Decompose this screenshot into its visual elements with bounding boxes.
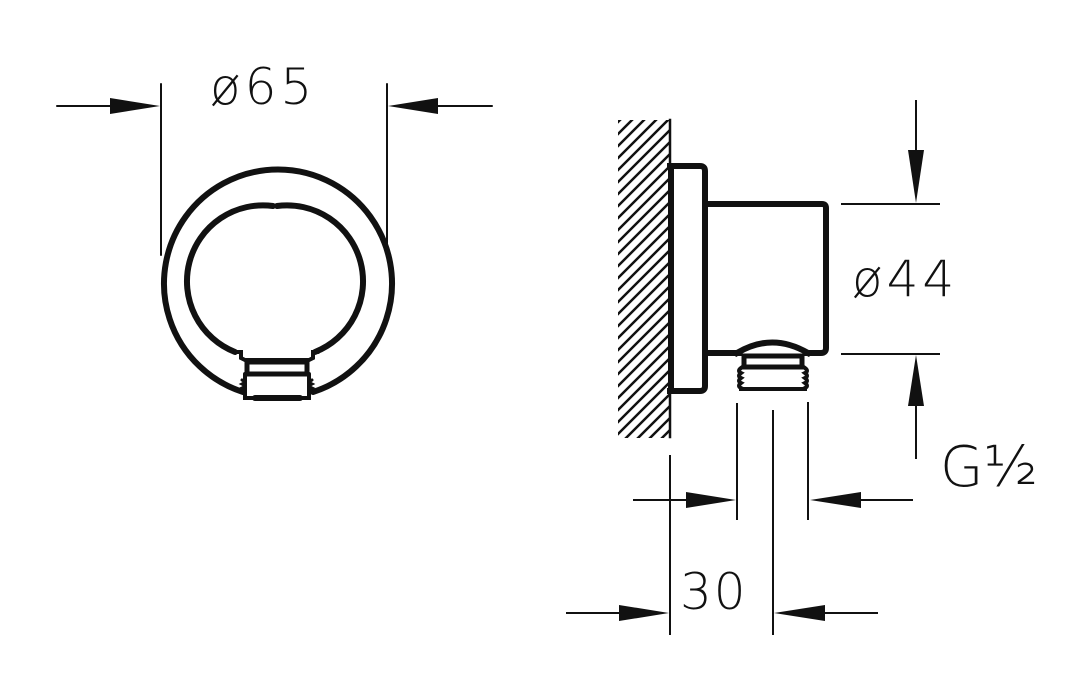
thread-arrow-left <box>633 492 736 508</box>
projection-arrow-left <box>566 605 669 621</box>
d65-arrow-left <box>56 98 160 114</box>
flange-inner-ring-right <box>274 202 367 355</box>
flange-outer-circle <box>161 166 395 395</box>
front-view <box>56 83 493 401</box>
projection-arrow-right <box>774 605 878 621</box>
side-thread <box>737 353 809 391</box>
d44-arrow-bottom <box>908 355 924 459</box>
flange-inner-ring <box>183 202 276 355</box>
side-outlet-body <box>702 201 829 356</box>
side-view <box>618 118 829 439</box>
side-dimensions <box>566 100 940 635</box>
front-thread <box>233 350 320 401</box>
d65-arrow-right <box>388 98 493 114</box>
d44-arrow-top <box>908 100 924 203</box>
side-thread-dome <box>732 339 813 358</box>
projection-label: 30 <box>680 563 748 621</box>
flange-diameter-label: ø65 <box>210 58 317 116</box>
thread-size-label: G½ <box>940 435 1038 500</box>
thread-arrow-right <box>810 492 913 508</box>
side-flange-plate <box>667 163 708 394</box>
body-diameter-label: ø44 <box>852 250 959 308</box>
